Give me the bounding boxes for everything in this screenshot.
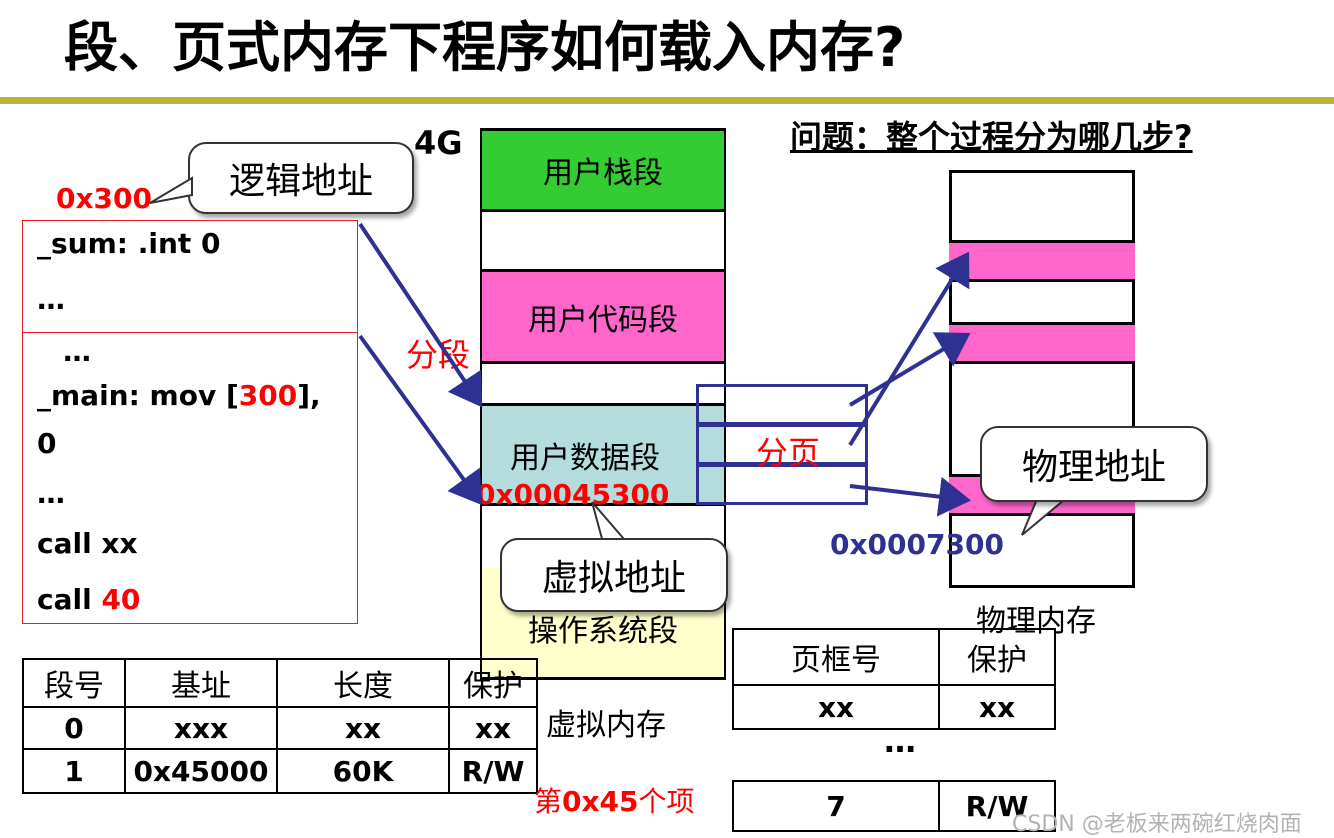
table-cell: 0 <box>22 706 126 750</box>
physical-frame-1 <box>949 240 1135 282</box>
table-cell: R/W <box>938 780 1056 832</box>
code-line-call-40: call 40 <box>37 583 140 616</box>
code-line-call-xx: call xx <box>37 527 138 560</box>
page-table-header-cell: 页框号 <box>732 628 940 686</box>
code-line-main: _main: mov [300], <box>37 379 321 412</box>
segment-table-header-cell: 基址 <box>124 658 278 708</box>
note-value: 0x45 <box>562 785 639 818</box>
page-title: 段、页式内存下程序如何载入内存? <box>64 16 906 79</box>
table-cell: 60K <box>276 748 450 794</box>
segment-arrow-2 <box>358 334 483 506</box>
segment-table-header-cell: 长度 <box>276 658 450 708</box>
note-prefix: 第 <box>534 785 563 818</box>
table-cell: xx <box>732 684 940 730</box>
page-table-entry-3 <box>696 464 868 505</box>
code-main-suffix: ], <box>297 379 321 412</box>
segment-gap-1 <box>482 212 724 272</box>
segment-user-data-label: 用户数据段 <box>510 440 660 476</box>
physical-address-bubble: 物理地址 <box>980 426 1208 502</box>
label-4g: 4G <box>414 124 463 162</box>
code-line-sum: _sum: .int 0 <box>37 227 221 260</box>
segment-table-header-cell: 段号 <box>22 658 126 708</box>
page-table-entry-1 <box>696 384 868 425</box>
page-table-ellipsis: … <box>884 722 916 760</box>
segment-table-note: 第0x45个项 <box>534 780 695 820</box>
page-arrow-2 <box>848 251 970 447</box>
page-table-entry-7: 7 R/W <box>732 780 1056 832</box>
virtual-memory-caption: 虚拟内存 <box>546 708 666 743</box>
table-cell: xxx <box>124 706 278 750</box>
logical-address-label: 逻辑地址 <box>228 161 373 202</box>
code-line-ellipsis-3: … <box>37 477 65 510</box>
page-arrow-1 <box>848 332 971 407</box>
note-suffix: 个项 <box>638 785 695 818</box>
segment-arrow-1 <box>358 222 483 408</box>
logical-address-value: 0x300 <box>56 182 152 215</box>
table-row: 0 xxx xx xx <box>22 706 538 750</box>
segment-table-header: 段号 基址 长度 保护 <box>22 658 538 708</box>
code-call-value: 40 <box>101 583 141 616</box>
page-table: 页框号 保护 xx xx <box>732 628 1056 730</box>
virtual-address-bubble: 虚拟地址 <box>500 538 728 612</box>
table-row: xx xx <box>732 684 1056 730</box>
virtual-address-label: 虚拟地址 <box>541 558 686 599</box>
table-cell: xx <box>938 684 1056 730</box>
physical-memory-column <box>949 170 1135 588</box>
segment-user-stack: 用户栈段 <box>482 131 724 212</box>
page-table-header: 页框号 保护 <box>732 628 1056 686</box>
table-cell: 7 <box>732 780 940 832</box>
watermark: CSDN @老板来两碗红烧肉面 <box>1012 812 1302 837</box>
segment-user-code: 用户代码段 <box>482 272 724 364</box>
virtual-address-value: 0x00045300 <box>476 478 670 511</box>
table-cell: R/W <box>448 748 538 794</box>
question-text: 问题：整个过程分为哪几步? <box>790 118 1193 156</box>
table-cell: 1 <box>22 748 126 794</box>
table-cell: xx <box>448 706 538 750</box>
logical-address-bubble: 逻辑地址 <box>188 142 414 214</box>
code-line-ellipsis-2: … <box>63 335 91 368</box>
code-main-addr: 300 <box>238 379 298 412</box>
program-code-box: _sum: .int 0 … … _main: mov [300], 0 … c… <box>22 220 358 624</box>
title-divider <box>0 97 1334 104</box>
physical-address-label: 物理地址 <box>1021 447 1166 488</box>
code-line-zero: 0 <box>37 427 57 460</box>
page-arrow-3 <box>849 476 971 517</box>
table-row: 7 R/W <box>732 780 1056 832</box>
code-main-prefix: _main: mov [ <box>37 379 239 412</box>
segment-user-data: 用户数据段 <box>482 406 724 506</box>
page-table-header-cell: 保护 <box>938 628 1056 686</box>
segment-os-label: 操作系统段 <box>528 613 678 649</box>
table-cell: xx <box>276 706 450 750</box>
physical-address-value: 0x0007300 <box>830 528 1004 561</box>
table-row: 1 0x45000 60K R/W <box>22 748 538 794</box>
segment-user-stack-label: 用户栈段 <box>543 156 663 191</box>
table-cell: 0x45000 <box>124 748 278 794</box>
paging-label: 分页 <box>756 434 821 472</box>
code-divider <box>23 332 357 333</box>
segment-user-code-label: 用户代码段 <box>528 302 678 338</box>
segment-table: 段号 基址 长度 保护 0 xxx xx xx 1 0x45000 60K R/… <box>22 658 538 794</box>
segment-gap-2 <box>482 364 724 406</box>
logical-bubble-tail <box>149 176 193 204</box>
code-line-ellipsis: … <box>37 283 65 316</box>
physical-frame-2 <box>949 322 1135 364</box>
segment-table-header-cell: 保护 <box>448 658 538 708</box>
page-table-entry-2 <box>696 424 868 465</box>
code-call-prefix: call <box>37 583 102 616</box>
